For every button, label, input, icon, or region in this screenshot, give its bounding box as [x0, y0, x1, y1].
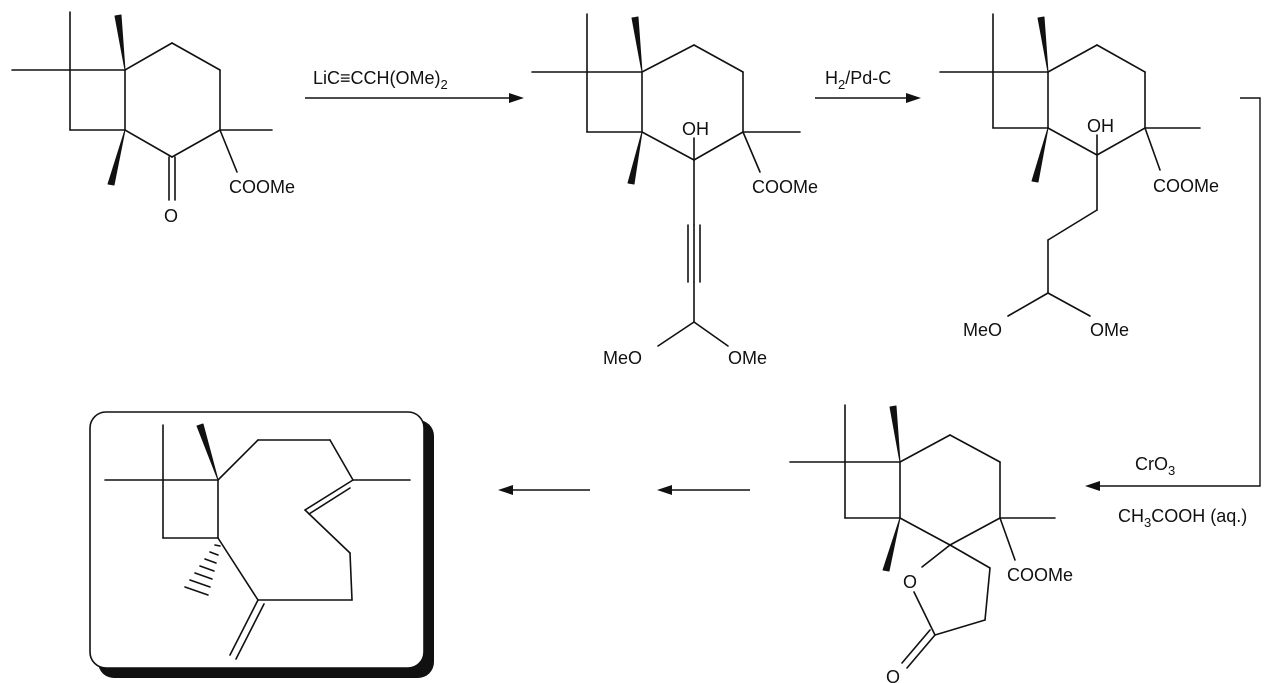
- nine-membered-ring: [217, 439, 411, 601]
- ester-label: COOMe: [1153, 176, 1219, 196]
- propyl-chain: [1007, 154, 1098, 317]
- structure-final-product: [104, 423, 411, 660]
- wedge-bond-bottom: [107, 129, 126, 186]
- triple-bond: [687, 159, 701, 323]
- cyclohexane-ring: [899, 434, 1056, 561]
- ester-label: COOMe: [1007, 565, 1073, 585]
- methoxy-right-label: OMe: [1090, 320, 1129, 340]
- cyclobutane-ring: [789, 404, 901, 519]
- ester-label: COOMe: [229, 177, 295, 197]
- methoxy-left-label: MeO: [603, 348, 642, 368]
- wedge-bond-bottom: [1031, 127, 1049, 183]
- reaction-arrow-1: [305, 93, 524, 103]
- cyclohexanone-ring: [124, 42, 273, 173]
- wedge-bond-bottom: [882, 517, 901, 572]
- ester-label: COOMe: [752, 177, 818, 197]
- structure-saturated-alcohol: OH COOMe MeO OMe: [939, 13, 1219, 340]
- wedge-bond-top: [1037, 16, 1049, 73]
- structure-alkynyl-alcohol: OH COOMe MeO OMe: [531, 13, 818, 368]
- lactone-ring: [901, 544, 991, 669]
- structure-keto-ester: O COOMe: [11, 11, 295, 226]
- lactone-ring-oxygen-label: O: [903, 572, 917, 592]
- cyclobutane-ring: [104, 424, 219, 539]
- hashed-wedge-bond: [184, 544, 221, 596]
- methoxy-right-label: OMe: [728, 348, 767, 368]
- methoxy-left-label: MeO: [963, 320, 1002, 340]
- cyclobutane-ring: [939, 13, 1049, 129]
- hydroxyl-label: OH: [682, 119, 709, 139]
- reaction-arrow-3: [1085, 97, 1261, 491]
- exocyclic-methylene: [229, 599, 265, 660]
- reaction-arrow-5: [498, 485, 590, 495]
- cyclohexane-ring: [1047, 44, 1201, 171]
- acetal-group: [657, 321, 729, 347]
- product-box: [89, 411, 434, 678]
- structure-spiro-lactone: COOMe O O: [789, 404, 1073, 683]
- wedge-bond-top: [114, 14, 126, 71]
- ketone-oxygen-label: O: [164, 206, 178, 226]
- reaction-arrow-2: [815, 93, 921, 103]
- wedge-bond-top: [196, 423, 219, 481]
- reaction-arrow-4: [657, 485, 750, 495]
- reagent-acetic-acid: CH3COOH (aq.): [1118, 506, 1247, 530]
- wedge-bond-bottom: [627, 131, 643, 185]
- cyclohexane-ring: [641, 44, 801, 173]
- lactone-carbonyl-oxygen-label: O: [886, 667, 900, 683]
- reagent-lithium-acetylide: LiC≡CCH(OMe)2: [313, 68, 448, 92]
- cyclobutane-ring: [531, 13, 643, 133]
- wedge-bond-top: [631, 16, 643, 73]
- cyclobutane-ring: [11, 11, 126, 131]
- reagent-chromium-trioxide: CrO3: [1135, 454, 1175, 478]
- wedge-bond-top: [889, 405, 901, 463]
- hydroxyl-label: OH: [1087, 116, 1114, 136]
- reagent-hydrogenation: H2/Pd-C: [825, 68, 891, 92]
- carbonyl-double-bond: [168, 156, 176, 201]
